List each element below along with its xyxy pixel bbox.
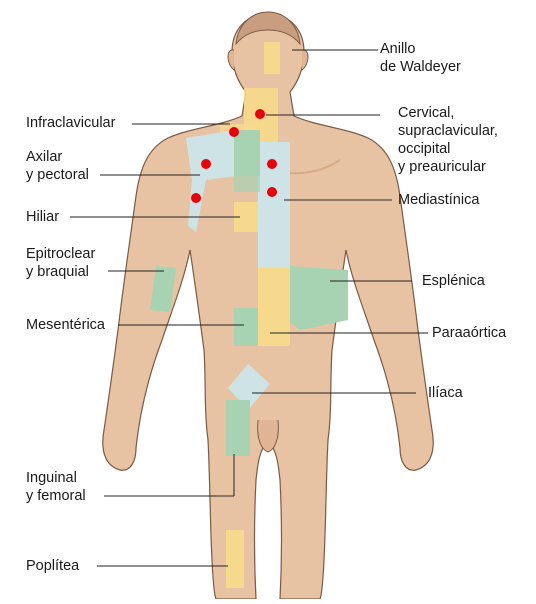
label-mediastinica: Mediastínica <box>398 191 479 209</box>
marker-axilar-lower <box>191 193 201 203</box>
label-poplitea: Poplítea <box>26 557 79 575</box>
label-epitroclear: Epitroclear y braquial <box>26 245 95 281</box>
region-poplitea <box>226 530 244 588</box>
right-ear <box>302 50 308 70</box>
region-green-chest <box>234 176 260 192</box>
marker-infraclavicular <box>229 127 239 137</box>
marker-mediastinal-lower <box>267 187 277 197</box>
label-paraaortica: Paraaórtica <box>432 324 506 342</box>
label-axilar: Axilar y pectoral <box>26 148 89 184</box>
marker-cervical <box>255 109 265 119</box>
region-infraclavicular <box>234 130 260 176</box>
label-anillo-waldeyer: Anillo de Waldeyer <box>380 40 461 76</box>
region-inguinal <box>226 400 250 456</box>
region-waldeyer <box>264 42 280 74</box>
label-infraclavicular: Infraclavicular <box>26 114 115 132</box>
label-iliaca: Ilíaca <box>428 384 463 402</box>
label-inguinal: Inguinal y femoral <box>26 469 86 505</box>
marker-mediastinal-upper <box>267 159 277 169</box>
region-paraaortica <box>258 268 290 346</box>
label-hiliar: Hiliar <box>26 208 59 226</box>
left-ear <box>228 50 234 70</box>
region-esplenica <box>290 266 348 330</box>
label-cervical: Cervical, supraclavicular, occipital y p… <box>398 104 498 176</box>
region-mesenterica <box>234 308 258 346</box>
label-mesenterica: Mesentérica <box>26 316 105 334</box>
label-esplenica: Esplénica <box>422 272 485 290</box>
marker-axilar-upper <box>201 159 211 169</box>
